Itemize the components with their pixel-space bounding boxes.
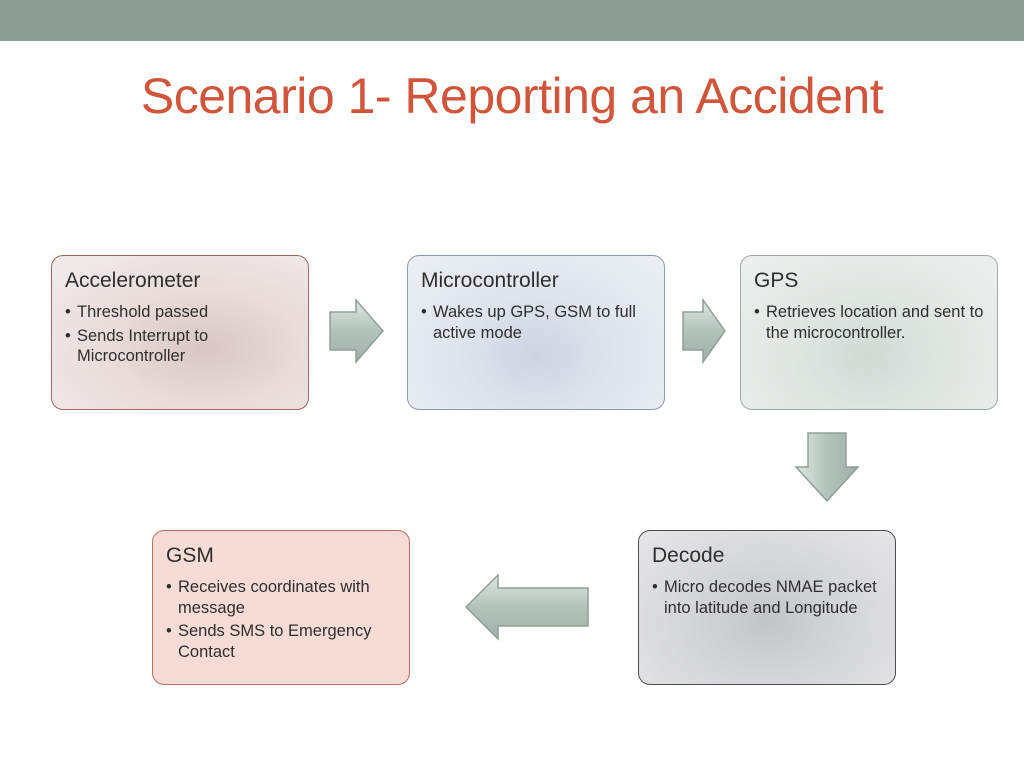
step-title: GPS	[754, 269, 799, 292]
arrow-down-icon	[794, 432, 860, 503]
arrow-right-icon	[682, 298, 726, 364]
bullet-text: Micro decodes NMAE packet into latitude …	[664, 578, 877, 617]
bullet-marker: •	[754, 303, 760, 321]
step-bullet: • Sends Interrupt to Microcontroller	[65, 326, 296, 367]
step-bullet-list: • Receives coordinates with message • Send…	[166, 577, 397, 662]
bullet-text: Sends Interrupt to Microcontroller	[77, 326, 209, 366]
step-box-gps: GPS • Retrieves location and sent to the …	[740, 255, 998, 410]
step-title: Accelerometer	[65, 269, 201, 292]
step-bullet: • Retrieves location and sent to the micr…	[754, 302, 985, 343]
step-title: GSM	[166, 544, 214, 567]
step-bullet: • Micro decodes NMAE packet into latitude…	[652, 577, 883, 618]
bullet-text: Receives coordinates with message	[178, 578, 370, 617]
bullet-text: Retrieves location and sent to the micro…	[766, 303, 984, 342]
bullet-text: Threshold passed	[77, 303, 209, 321]
step-bullet: • Wakes up GPS, GSM to full active mode	[421, 302, 652, 343]
step-bullet: • Sends SMS to Emergency Contact	[166, 621, 397, 662]
top-banner-bar	[0, 0, 1024, 41]
step-box-decode: Decode • Micro decodes NMAE packet into l…	[638, 530, 896, 685]
bullet-text: Sends SMS to Emergency Contact	[178, 622, 372, 661]
step-box-gsm: GSM • Receives coordinates with message •…	[152, 530, 410, 685]
step-bullet-list: • Retrieves location and sent to the micr…	[754, 302, 985, 343]
step-bullet-list: • Wakes up GPS, GSM to full active mode	[421, 302, 652, 343]
bullet-marker: •	[166, 578, 172, 596]
step-box-microcontroller: Microcontroller • Wakes up GPS, GSM to fu…	[407, 255, 665, 410]
step-bullet: • Receives coordinates with message	[166, 577, 397, 618]
bullet-marker: •	[166, 622, 172, 640]
bullet-marker: •	[652, 578, 658, 596]
step-title: Microcontroller	[421, 269, 559, 292]
step-bullet: • Threshold passed	[65, 302, 296, 323]
step-bullet-list: • Threshold passed • Sends Interrupt to Mi…	[65, 302, 296, 367]
step-box-accelerometer: Accelerometer • Threshold passed • Sends I…	[51, 255, 309, 410]
slide-title: Scenario 1- Reporting an Accident	[140, 68, 884, 124]
bullet-marker: •	[65, 326, 71, 345]
step-title: Decode	[652, 544, 725, 567]
step-bullet-list: • Micro decodes NMAE packet into latitude…	[652, 577, 883, 618]
arrow-left-icon	[464, 573, 589, 641]
bullet-marker: •	[65, 303, 71, 321]
bullet-marker: •	[421, 303, 427, 321]
arrow-right-icon	[329, 298, 384, 364]
bullet-text: Wakes up GPS, GSM to full active mode	[433, 303, 636, 342]
